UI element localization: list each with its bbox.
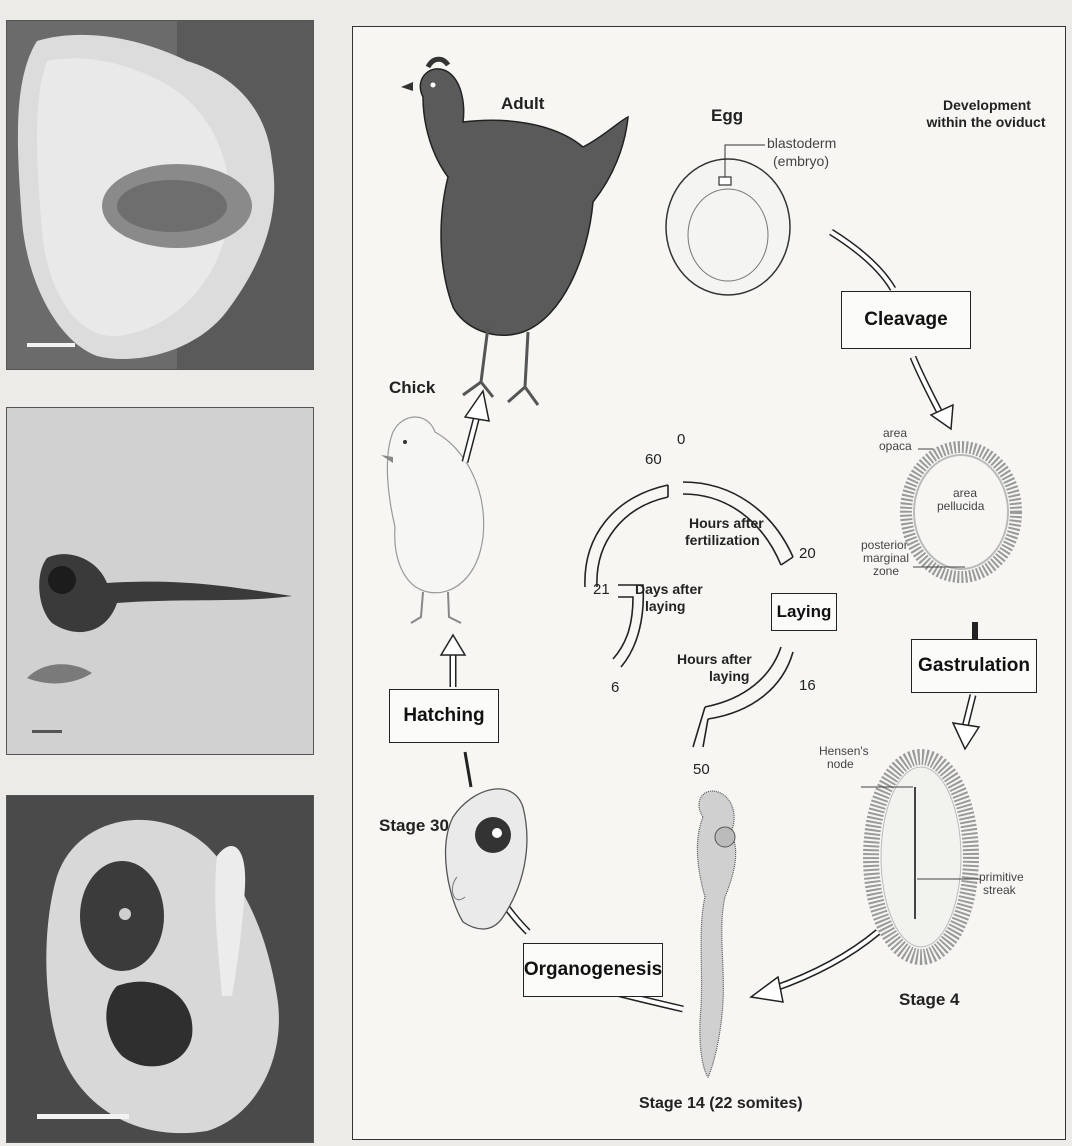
area-pellucida-label-line2: pellucida xyxy=(937,500,984,513)
stage-4-label: Stage 4 xyxy=(899,991,959,1008)
gastrulation-box: Gastrulation xyxy=(911,639,1037,693)
stage-14-embryo-photo xyxy=(6,407,314,755)
hours-after-fertilization-label-line1: Hours after xyxy=(689,515,764,531)
days-after-laying-label-line2: laying xyxy=(645,598,685,614)
laying-box: Laying xyxy=(771,593,837,631)
timeline-21: 21 xyxy=(593,581,610,598)
timeline-60: 60 xyxy=(645,451,662,468)
area-opaca-label-line2: opaca xyxy=(879,440,912,453)
development-oviduct-label-line2: within the oviduct xyxy=(921,114,1051,130)
stage-30-embryo-photo xyxy=(6,795,314,1143)
organogenesis-box: Organogenesis xyxy=(523,943,663,997)
embryo-label: (embryo) xyxy=(773,155,829,168)
hatching-box: Hatching xyxy=(389,689,499,743)
stage-30-label: Stage 30 xyxy=(379,817,449,834)
egg-illustration xyxy=(666,145,790,295)
stage-30-embryo-illustration xyxy=(446,789,527,929)
adult-label: Adult xyxy=(501,95,544,112)
hours-after-laying-label-line2: laying xyxy=(709,668,749,684)
timeline-50: 50 xyxy=(693,761,710,778)
hensens-node-label-line2: node xyxy=(827,758,854,771)
chick-development-cycle-diagram: Adult Egg blastoderm (embryo) Developmen… xyxy=(352,26,1066,1140)
timeline-20: 20 xyxy=(799,545,816,562)
days-after-laying-label-line1: Days after xyxy=(635,581,703,597)
timeline-0: 0 xyxy=(677,431,685,448)
development-oviduct-label-line1: Development xyxy=(937,97,1037,113)
egg-label: Egg xyxy=(711,107,743,124)
hours-after-laying-label-line1: Hours after xyxy=(677,651,752,667)
diagram-artwork xyxy=(353,27,1065,1139)
stage-4-embryo-illustration xyxy=(861,757,981,957)
chick-label: Chick xyxy=(389,379,435,396)
blastoderm-label: blastoderm xyxy=(767,137,836,150)
stage-14-label: Stage 14 (22 somites) xyxy=(639,1095,803,1112)
stage-14-embryo-illustration xyxy=(697,791,735,1077)
timeline-16: 16 xyxy=(799,677,816,694)
hours-after-fertilization-label-line2: fertilization xyxy=(685,532,760,548)
primitive-streak-label-line2: streak xyxy=(983,884,1016,897)
timeline-6: 6 xyxy=(611,679,619,696)
early-embryo-blastoderm-photo xyxy=(6,20,314,370)
pmz-label-line3: zone xyxy=(873,565,899,578)
cleavage-box: Cleavage xyxy=(841,291,971,349)
